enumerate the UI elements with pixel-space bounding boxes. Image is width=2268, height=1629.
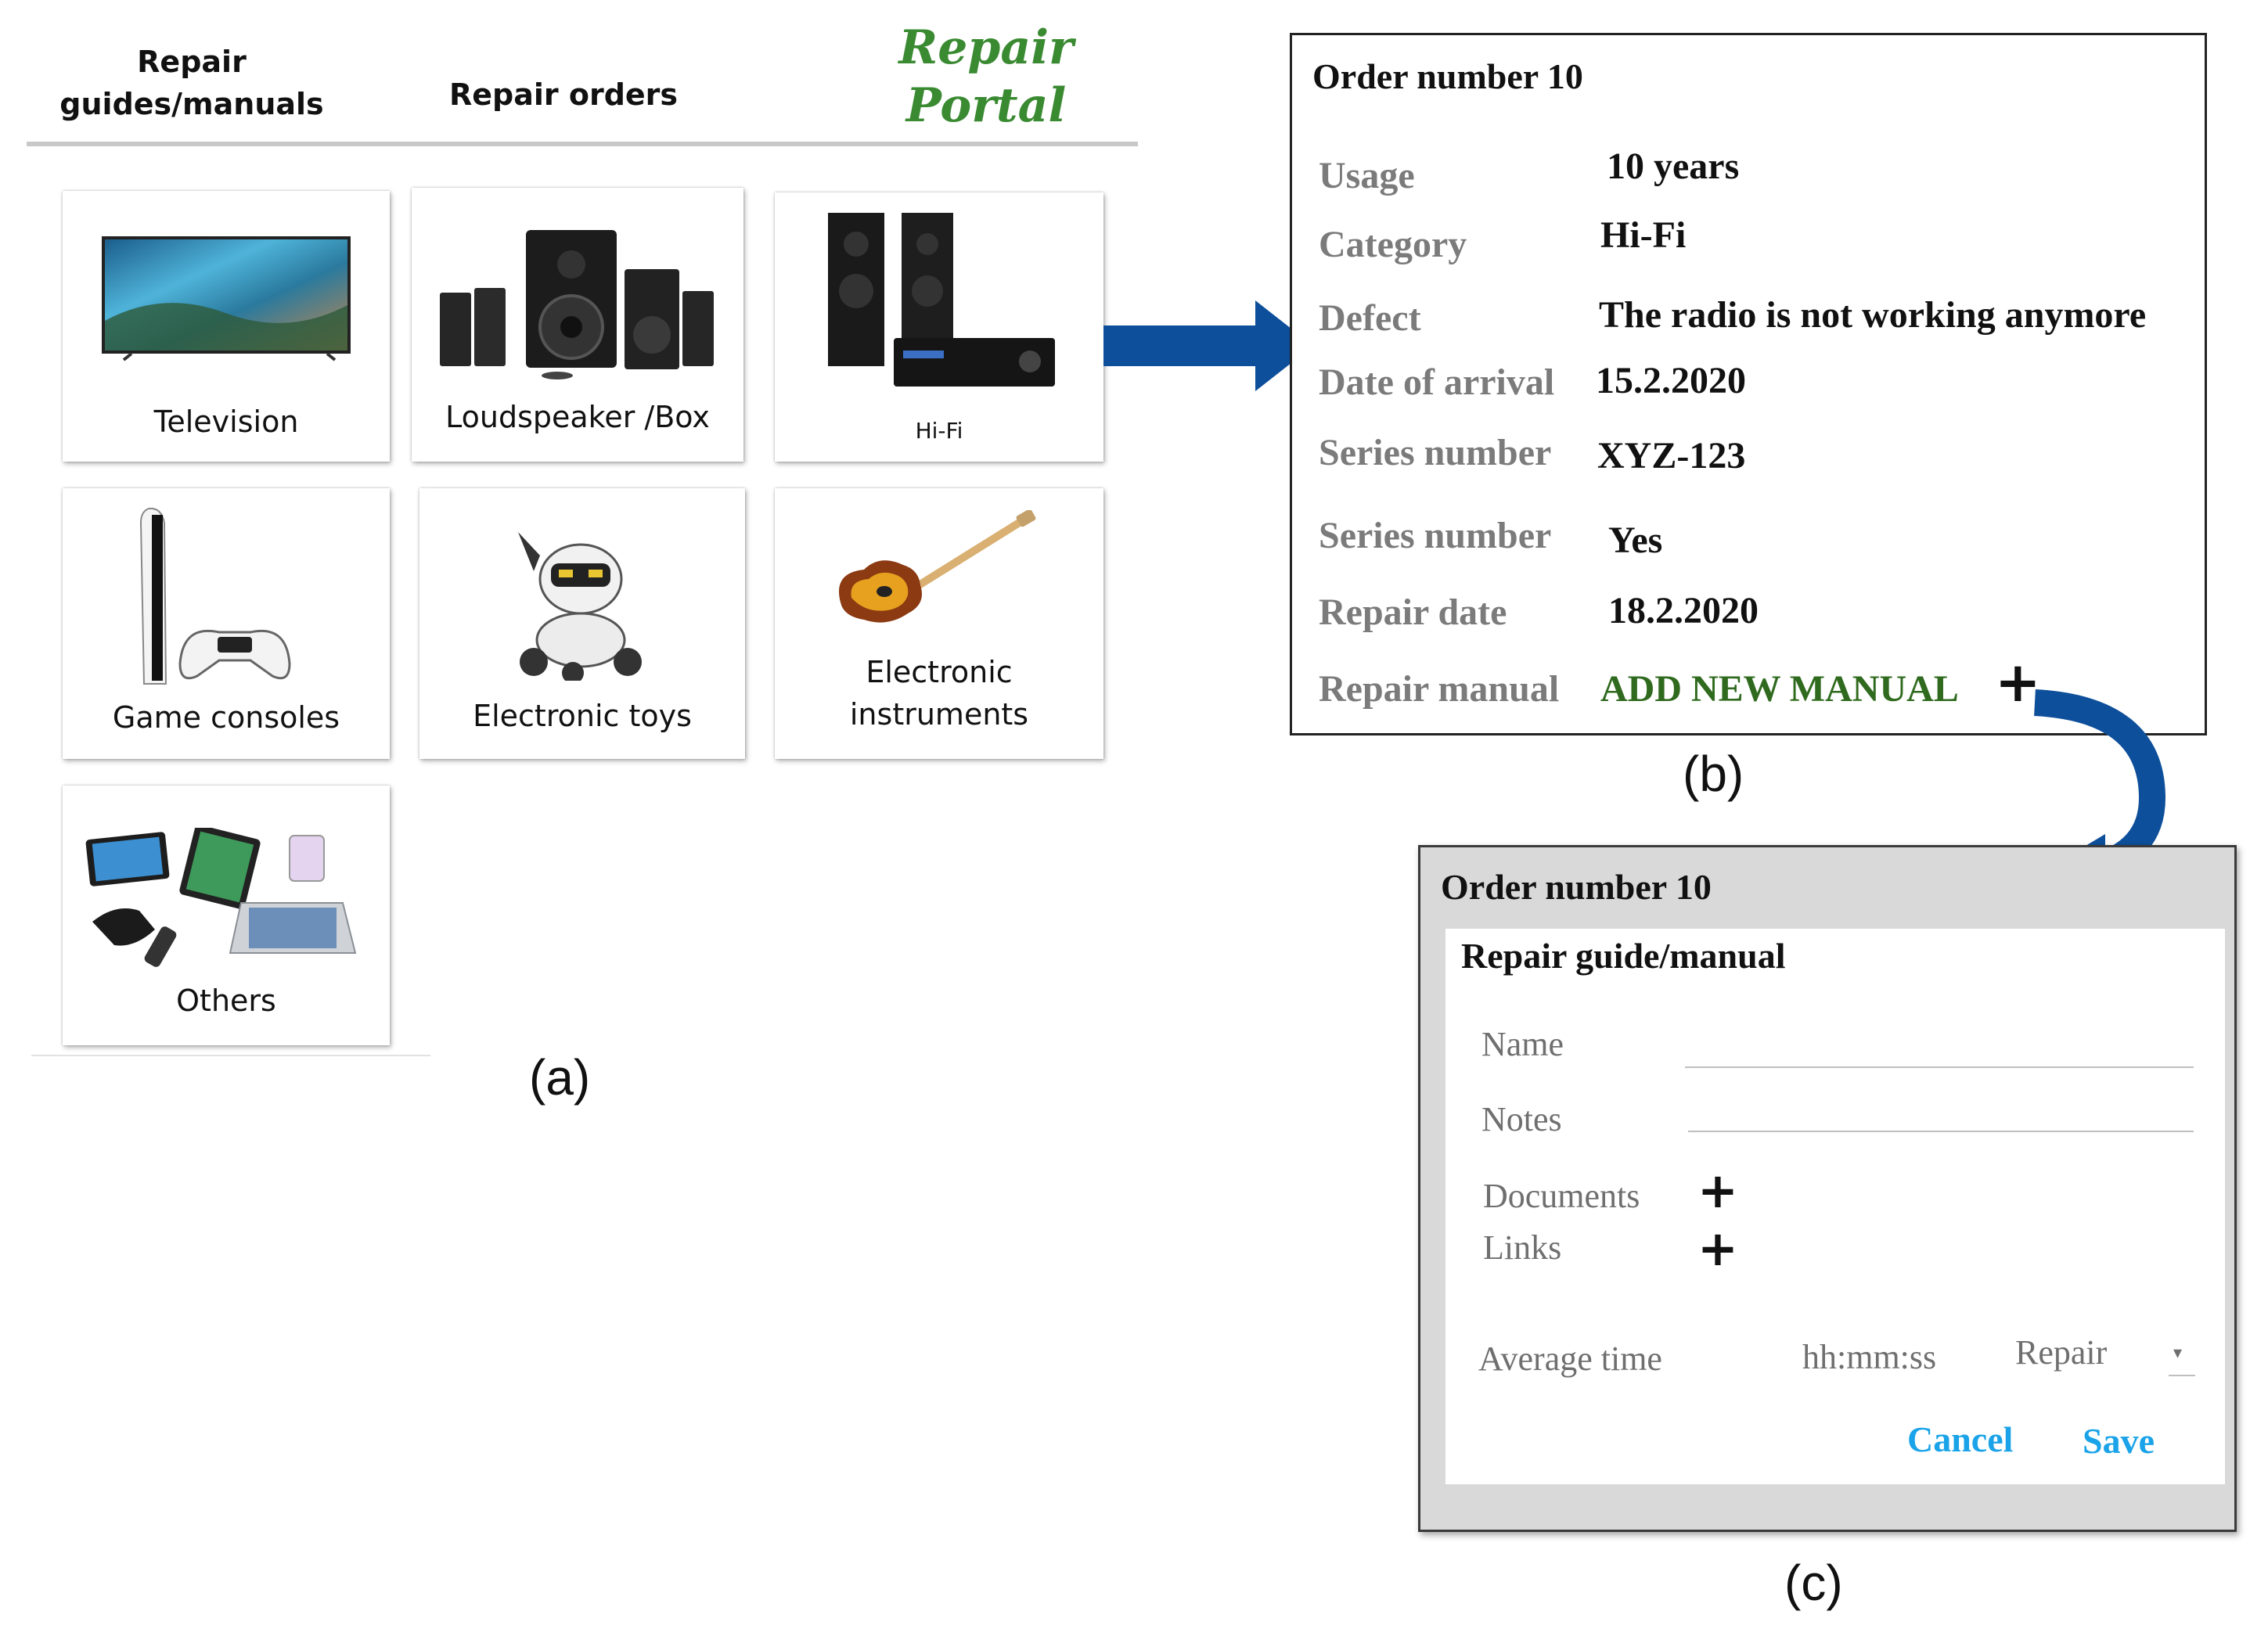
name-label: Name [1481,1025,1564,1063]
field-label-series-number: Series number [1319,432,1552,473]
notes-input[interactable] [1688,1131,2194,1132]
category-tile-loudspeaker[interactable]: Loudspeaker /Box [412,188,743,462]
tile-grid-baseline [31,1055,430,1056]
field-label-defect: Defect [1319,297,1421,339]
television-image [102,236,351,361]
add-documents-plus-icon[interactable]: + [1697,1162,1738,1219]
field-label-series-number-2: Series number [1319,515,1552,556]
dialog-order-title: Order number 10 [1441,867,1712,907]
save-button[interactable]: Save [2083,1421,2155,1461]
category-tile-television[interactable]: Television [63,191,390,462]
portal-logo-title: Repair Portal [877,19,1096,135]
category-label: Television [153,405,299,439]
dialog-form: Repair guide/manual Name Notes Documents… [1445,929,2225,1484]
repair-type-select[interactable]: Repair [2015,1333,2108,1372]
nav-repair-guides-line2: guides/manuals [59,87,324,121]
dialog-subtitle: Repair guide/manual [1461,936,1786,976]
field-label-usage: Usage [1319,155,1415,196]
field-label-category: Category [1319,224,1467,265]
average-time-input[interactable]: hh:mm:ss [1802,1338,1937,1376]
caption-b: (b) [1683,746,1744,802]
category-label: Electronic instruments [775,651,1103,735]
electronic-toy-image [518,532,642,681]
loudspeaker-image [440,230,714,379]
category-label: Game consoles [112,700,340,735]
nav-divider [27,142,1138,146]
documents-label: Documents [1483,1177,1640,1215]
links-label: Links [1483,1228,1562,1267]
arrow-right-icon [1103,300,1313,391]
caption-a: (a) [529,1049,591,1106]
field-value-repair-date: 18.2.2020 [1608,590,1759,631]
hifi-image [828,213,1055,387]
nav-repair-guides[interactable]: Repair guides/manuals [47,41,337,125]
field-value-date-of-arrival: 15.2.2020 [1596,360,1746,401]
add-links-plus-icon[interactable]: + [1697,1220,1738,1277]
average-time-label: Average time [1478,1340,1662,1378]
nav-repair-guides-line1: Repair [137,45,247,79]
category-tile-game-consoles[interactable]: Game consoles [63,488,390,759]
caption-c: (c) [1784,1555,1843,1611]
field-value-defect: The radio is not working anymore [1599,294,2147,336]
field-label-repair-date: Repair date [1319,592,1507,633]
add-manual-plus-icon[interactable]: + [1995,650,2041,714]
repair-guide-dialog: Order number 10 Repair guide/manual Name… [1418,845,2237,1532]
portal-title-line2: Portal [905,78,1067,133]
field-value-series-number: XYZ-123 [1597,435,1746,476]
add-new-manual-button[interactable]: ADD NEW MANUAL [1600,668,1959,710]
field-label-date-of-arrival: Date of arrival [1319,361,1555,403]
order-details-panel: Order number 10 Usage 10 years Category … [1290,33,2207,735]
category-label: Others [176,984,276,1018]
field-value-usage: 10 years [1607,146,1740,187]
category-tile-electronic-instruments[interactable]: Electronic instruments [775,488,1103,759]
field-label-repair-manual: Repair manual [1319,668,1560,710]
category-label-line1: Electronic [866,655,1013,689]
category-label: Electronic toys [473,699,692,733]
portal-title-line1: Repair [898,20,1074,75]
category-tile-hifi[interactable]: Hi-Fi [775,192,1103,462]
category-label: Hi-Fi [915,418,963,444]
field-value-series-number-2: Yes [1608,520,1663,561]
order-title: Order number 10 [1312,56,1583,96]
field-value-category: Hi-Fi [1600,214,1687,256]
name-input[interactable] [1685,1066,2194,1068]
guitar-image [839,510,1036,623]
game-console-image [139,507,291,685]
dropdown-arrow-icon[interactable]: ▾ [2173,1343,2183,1363]
cancel-button[interactable]: Cancel [1907,1419,2014,1459]
other-devices-image [85,828,357,967]
category-tile-others[interactable]: Others [63,786,390,1045]
nav-repair-orders[interactable]: Repair orders [448,77,679,112]
repair-type-underline [2169,1375,2195,1376]
category-label: Loudspeaker /Box [445,400,710,434]
category-tile-electronic-toys[interactable]: Electronic toys [419,488,745,759]
category-label-line2: instruments [849,697,1029,732]
notes-label: Notes [1481,1100,1562,1138]
